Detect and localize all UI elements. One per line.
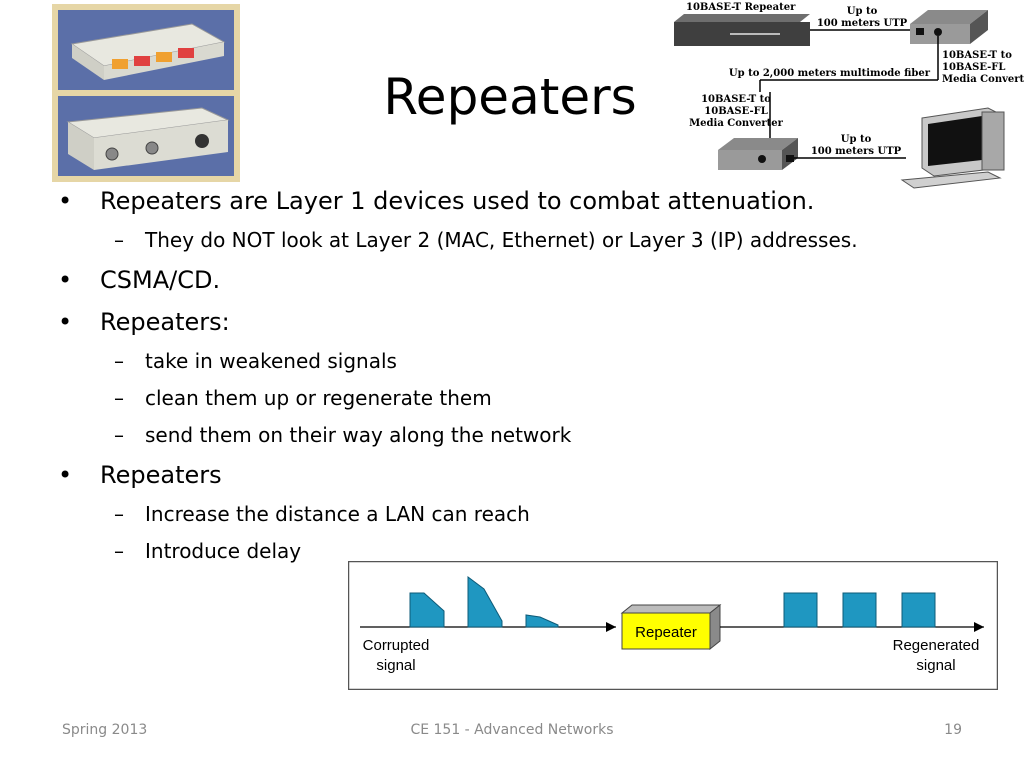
corrupted-label-1: Corrupted [363,637,430,654]
corrupted-pulse [525,614,559,628]
converter-right-label-1: 10BASE-T to [942,50,1012,61]
repeater-label: 10BASE-T Repeater [686,2,796,13]
regenerated-pulse [842,592,877,628]
arrow-right-icon [974,622,984,632]
repeater-device [674,14,810,22]
repeater-devices-photo [52,4,240,182]
arrow-right-icon [606,622,616,632]
computer-icon [900,107,1005,189]
bullet-item: • Repeaters [58,454,918,496]
bullet-list: • Repeaters are Layer 1 devices used to … [58,180,918,570]
repeater-box-side [709,603,721,651]
signal-regeneration-diagram: Repeater Corrupted signal Regenerated si… [347,560,999,691]
utp-bottom-label-1: Up to [841,134,872,145]
utp-top-label-2: 100 meters UTP [817,18,908,29]
utp-bottom-label-2: 100 meters UTP [811,146,902,157]
bullet-dot-icon: • [58,308,73,336]
converter-right-label-2: 10BASE-FL [942,62,1005,73]
sub-bullet-item: – take in weakened signals [58,343,918,380]
converter-left-label-2: 10BASE-FL [704,106,767,117]
sub-bullet-item: – They do NOT look at Layer 2 (MAC, Ethe… [58,222,918,259]
bullet-dot-icon: • [58,461,73,489]
bullet-item: • CSMA/CD. [58,259,918,301]
right-media-converter [910,10,988,24]
bullet-text: Repeaters are Layer 1 devices used to co… [100,187,815,215]
sub-bullet-text: clean them up or regenerate them [145,386,492,410]
footer-course: CE 151 - Advanced Networks [410,722,614,738]
dash-icon: – [114,423,124,447]
regenerated-pulse [783,592,818,628]
regenerated-label-1: Regenerated [893,637,980,654]
sub-bullet-text: They do NOT look at Layer 2 (MAC, Ethern… [145,228,858,252]
left-media-converter [718,138,798,150]
sub-bullet-text: Increase the distance a LAN can reach [145,502,530,526]
sub-bullet-text: Introduce delay [145,539,302,563]
bullet-text: Repeaters [100,461,222,489]
sub-bullet-item: – Increase the distance a LAN can reach [58,496,918,533]
sub-bullet-item: – clean them up or regenerate them [58,380,918,417]
sub-bullet-text: send them on their way along the network [145,423,572,447]
bullet-dot-icon: • [58,266,73,294]
repeater-box-label: Repeater [635,624,697,641]
sub-bullet-item: – Introduce delay [58,533,918,570]
sub-bullet-text: take in weakened signals [145,349,397,373]
dash-icon: – [114,539,124,563]
fiber-label: Up to 2,000 meters multimode fiber [729,68,931,79]
repeater-devices-illustration [58,10,234,176]
bullet-dot-icon: • [58,187,73,215]
corrupted-label-2: signal [376,657,415,674]
corrupted-pulse [409,592,445,628]
bullet-item: • Repeaters are Layer 1 devices used to … [58,180,918,222]
bullet-item: • Repeaters: [58,301,918,343]
slide-title: Repeaters [383,68,637,126]
dash-icon: – [114,386,124,410]
repeater-box-top [620,604,722,614]
bullet-text: Repeaters: [100,308,230,336]
converter-right-label-3: Media Converter [942,74,1024,85]
bullet-text: CSMA/CD. [100,266,221,294]
converter-left-label-3: Media Converter [689,118,784,129]
utp-top-label-1: Up to [847,6,878,17]
dash-icon: – [114,502,124,526]
regenerated-pulse [901,592,936,628]
footer-date: Spring 2013 [62,722,148,738]
network-topology-diagram: 10BASE-T Repeater Up to 100 meters UTP 1… [670,0,1024,194]
dash-icon: – [114,228,124,252]
regenerated-label-2: signal [916,657,955,674]
dash-icon: – [114,349,124,373]
corrupted-pulse [467,576,503,628]
converter-left-label-1: 10BASE-T to [701,94,771,105]
sub-bullet-item: – send them on their way along the netwo… [58,417,918,454]
slide-number: 19 [944,722,962,738]
repeater-box [621,612,711,650]
